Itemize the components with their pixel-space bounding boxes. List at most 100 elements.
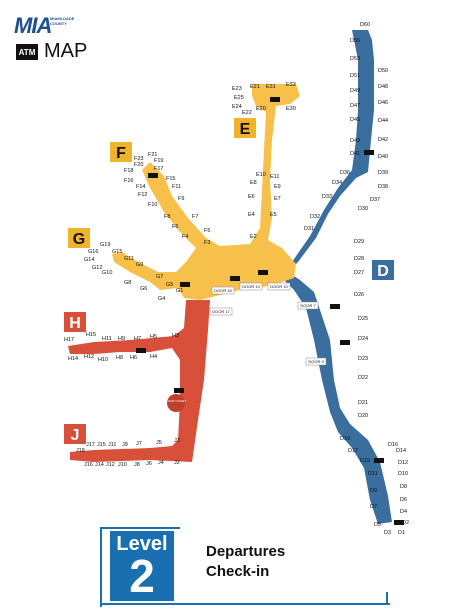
level-line-departures: Departures [206, 543, 286, 560]
gate-label: D60 [360, 22, 370, 28]
gate-label: E8 [250, 180, 257, 186]
gate-label: H10 [98, 357, 108, 363]
gate-label: D49 [350, 88, 360, 94]
gate-label: D21 [358, 400, 368, 406]
gate-label: G7 [156, 274, 163, 280]
gate-label: H14 [68, 356, 78, 362]
concourse-j-badge: J [71, 427, 80, 444]
gate-label: E22 [242, 110, 252, 116]
gate-label: H11 [102, 336, 112, 342]
concourse-h-badge: H [69, 315, 81, 332]
concourse-efg-area [112, 84, 300, 300]
gate-label: F6 [172, 224, 178, 230]
gate-label: D8 [400, 484, 407, 490]
gate-label: E20 [256, 106, 266, 112]
gate-label: E6 [248, 194, 255, 200]
concourse-g-badge: G [73, 231, 85, 248]
gate-label: E25 [234, 95, 244, 101]
gate-label: D37 [370, 197, 380, 203]
gate-label: D53 [350, 56, 360, 62]
level-frame-left [100, 527, 102, 607]
gate-label: G11 [124, 256, 134, 262]
concourse-e-badge: E [240, 121, 251, 138]
gate-label: J7 [136, 441, 142, 447]
gate-label: D29 [354, 239, 364, 245]
gate-label: H7 [134, 336, 141, 342]
gate-label: J9 [122, 442, 128, 448]
gate-label: F3 [204, 240, 210, 246]
gate-label: F9 [178, 196, 184, 202]
gate-label: G16 [88, 249, 98, 255]
gate-label: D45 [350, 117, 360, 123]
gate-label: G19 [100, 242, 110, 248]
gate-label: E4 [248, 212, 255, 218]
level-badge: Level 2 [110, 531, 174, 601]
gate-label: G4 [158, 296, 165, 302]
gate-label: D9 [370, 488, 377, 494]
level-description: Departures Check-in [206, 542, 285, 582]
gate-label: D32 [310, 214, 320, 220]
level-frame-right [386, 592, 388, 605]
gate-label: D31 [304, 226, 314, 232]
gate-label: D44 [378, 118, 388, 124]
level-frame-top [100, 527, 180, 529]
gate-label: F21 [148, 152, 157, 158]
gate-label: E7 [274, 196, 281, 202]
gate-label: E23 [232, 86, 242, 92]
gate-label: E31 [266, 84, 276, 90]
atm-icon: ATM [16, 44, 38, 60]
gate-label: J2 [174, 460, 180, 466]
gate-label: E24 [232, 104, 242, 110]
gate-label: D48 [378, 84, 388, 90]
gate-label: J11 [108, 442, 116, 448]
gate-label: H17 [64, 337, 74, 343]
gate-label: D1 [398, 530, 405, 536]
gate-label: G12 [92, 265, 102, 271]
gate-label: F5 [204, 228, 210, 234]
gate-label: F11 [172, 184, 181, 190]
concourse-hj-area [68, 300, 210, 462]
gate-label: D5 [374, 522, 381, 528]
gate-label: D28 [354, 256, 364, 262]
gate-label: D2 [402, 520, 409, 526]
gate-label: D15 [360, 458, 370, 464]
gate-label: D30 [358, 206, 368, 212]
gate-label: D6 [400, 497, 407, 503]
concourse-f-badge: F [116, 145, 126, 162]
gate-label: D19 [340, 436, 350, 442]
concourse-d-badge: D [377, 263, 389, 280]
door-15: DOOR 15 [214, 288, 232, 293]
food-court-label: FOOD COURT [166, 399, 186, 403]
gate-label: D22 [358, 375, 368, 381]
gate-label: J17 [86, 442, 95, 448]
gate-label: H3 [172, 333, 179, 339]
gate-label: D38 [378, 184, 388, 190]
gate-label: D11 [368, 471, 378, 477]
gate-label: H15 [86, 332, 96, 338]
gate-label: D12 [398, 460, 408, 466]
gate-label: G6 [140, 286, 147, 292]
gate-label: H12 [84, 354, 94, 360]
gate-label: J15 [97, 442, 106, 448]
gate-label: E5 [270, 212, 277, 218]
door-7: DOOR 7 [300, 303, 316, 308]
level-word: Level [116, 533, 168, 555]
gate-label: D34 [332, 180, 342, 186]
gate-label: J10 [118, 462, 127, 468]
gate-label: D50 [378, 68, 388, 74]
gate-label: H8 [116, 355, 123, 361]
gate-label: J6 [146, 461, 152, 467]
gate-label: E21 [250, 84, 260, 90]
gate-label: G5 [166, 282, 173, 288]
gate-label: D43 [350, 138, 360, 144]
gate-label: F10 [148, 202, 157, 208]
gate-label: D3 [384, 530, 391, 536]
gate-label: F18 [124, 168, 133, 174]
gate-label: H4 [150, 354, 157, 360]
gate-label: F8 [164, 214, 170, 220]
gate-label: E10 [256, 172, 266, 178]
gate-label: J5 [156, 440, 162, 446]
gate-label: D23 [358, 356, 368, 362]
gate-label: G8 [124, 280, 131, 286]
